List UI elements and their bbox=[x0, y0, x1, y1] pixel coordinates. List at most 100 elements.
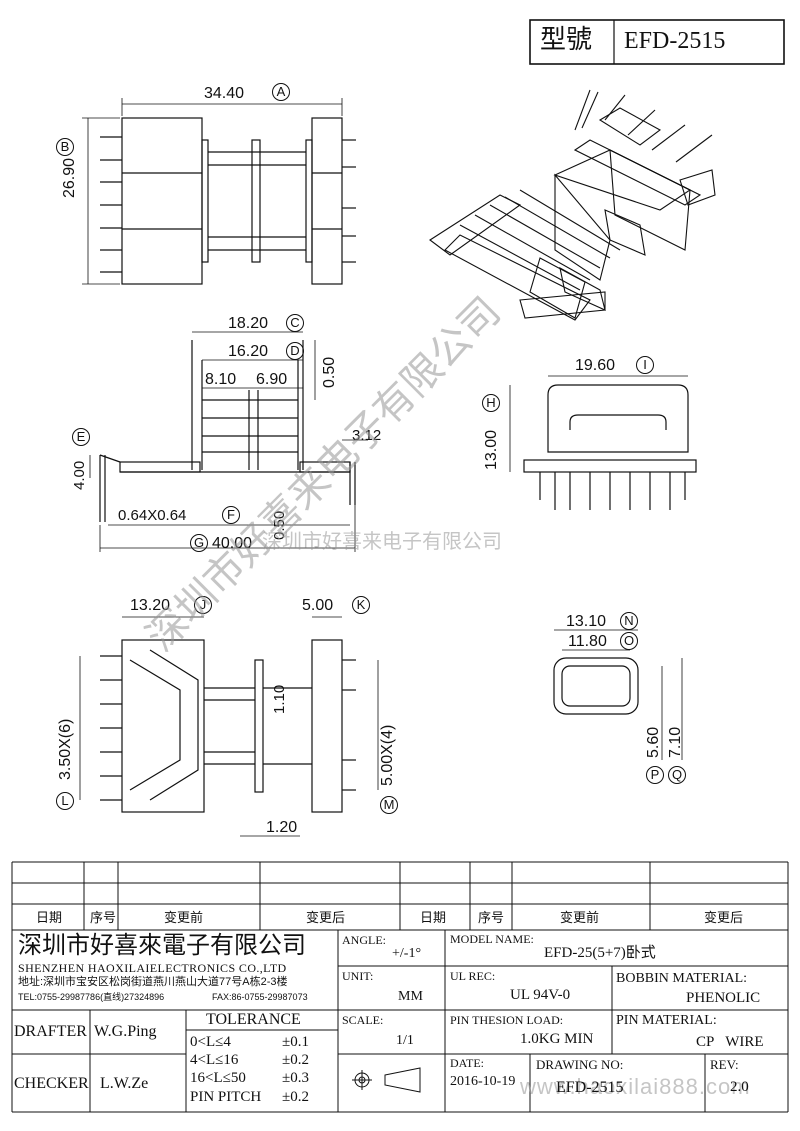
dim-h: 13.00 bbox=[483, 429, 500, 470]
unit-value: MM bbox=[398, 989, 423, 1004]
company-fax: FAX:86-0755-29987073 bbox=[212, 992, 308, 1002]
section-view bbox=[553, 629, 683, 760]
bobbin-label: BOBBIN MATERIAL: bbox=[616, 971, 748, 986]
unit-label: UNIT: bbox=[342, 969, 374, 983]
rev-header-date-2: 日期 bbox=[420, 910, 447, 925]
header-box bbox=[529, 19, 785, 65]
ref-c: C bbox=[286, 314, 304, 332]
company-name-en: SHENZHEN HAOXILAIELECTRONICS CO.,LTD bbox=[18, 961, 287, 975]
drawing-no-label: DRAWING NO: bbox=[536, 1057, 624, 1072]
ref-m: M bbox=[380, 796, 398, 814]
rev-header-no-2: 序号 bbox=[478, 910, 505, 925]
tolerance-range-2: 4<L≤16 bbox=[190, 1052, 239, 1068]
dim-pin-offset: 3.12 bbox=[352, 427, 382, 444]
dim-gap: 0.50 bbox=[321, 356, 338, 388]
rev-header-after-2: 变更后 bbox=[704, 910, 744, 925]
company-address: 地址:深圳市宝安区松岗街道燕川燕山大道77号A栋2-3楼 bbox=[18, 976, 288, 988]
rev-value: 2.0 bbox=[730, 1079, 749, 1095]
ref-o: O bbox=[620, 632, 638, 650]
dim-flange: 1.20 bbox=[266, 819, 298, 836]
dim-l: 3.50X(6) bbox=[57, 718, 74, 780]
dim-q: 7.10 bbox=[667, 726, 684, 758]
checker-label: CHECKER bbox=[14, 1075, 89, 1092]
ref-p: P bbox=[646, 766, 664, 784]
ref-n: N bbox=[620, 612, 638, 630]
dim-i: 19.60 bbox=[575, 357, 616, 374]
tolerance-value-1: ±0.1 bbox=[282, 1034, 309, 1050]
dim-d: 16.20 bbox=[228, 343, 269, 360]
iso-view bbox=[429, 89, 716, 321]
ref-q: Q bbox=[668, 766, 686, 784]
dim-pin: 0.64X0.64 bbox=[118, 507, 187, 524]
tolerance-range-3: 16<L≤50 bbox=[190, 1070, 246, 1086]
ref-d: D bbox=[286, 342, 304, 360]
ref-h: H bbox=[482, 394, 500, 412]
pin-material-value: CP WIRE bbox=[696, 1034, 764, 1050]
ref-j: J bbox=[194, 596, 212, 614]
dim-m: 5.00X(4) bbox=[379, 724, 396, 786]
ref-a: A bbox=[272, 83, 290, 101]
ref-e: E bbox=[72, 428, 90, 446]
ref-f: F bbox=[222, 506, 240, 524]
pin-load-value: 1.0KG MIN bbox=[520, 1031, 594, 1047]
tolerance-value-3: ±0.3 bbox=[282, 1070, 309, 1086]
checker-value: L.W.Ze bbox=[100, 1075, 149, 1092]
watermark-horizontal: 深圳市好喜来电子有限公司 bbox=[262, 531, 502, 553]
drawing-no-value: EFD-2515 bbox=[556, 1079, 624, 1096]
date-value: 2016-10-19 bbox=[450, 1074, 516, 1089]
model-value: EFD-2515 bbox=[624, 28, 726, 54]
tolerance-title: TOLERANCE bbox=[206, 1011, 301, 1028]
ref-g: G bbox=[190, 534, 208, 552]
dim-k: 5.00 bbox=[302, 597, 334, 614]
date-label: DATE: bbox=[450, 1056, 484, 1070]
drafter-label: DRAFTER bbox=[14, 1023, 87, 1040]
side-view bbox=[89, 331, 368, 552]
bottom-view bbox=[79, 616, 379, 837]
rev-header-date-1: 日期 bbox=[36, 910, 63, 925]
dim-slot: 1.10 bbox=[271, 684, 288, 714]
rev-label: REV: bbox=[710, 1057, 739, 1072]
ul-rec-label: UL REC: bbox=[450, 969, 496, 983]
tolerance-value-4: ±0.2 bbox=[282, 1089, 309, 1105]
top-view bbox=[82, 98, 356, 285]
dim-left: 8.10 bbox=[205, 371, 237, 388]
dim-a: 34.40 bbox=[204, 85, 245, 102]
scale-label: SCALE: bbox=[342, 1013, 384, 1027]
ul-rec-value: UL 94V-0 bbox=[510, 987, 571, 1003]
rev-header-before-1: 变更前 bbox=[164, 910, 204, 925]
tolerance-value-2: ±0.2 bbox=[282, 1052, 309, 1068]
end-view bbox=[509, 375, 697, 510]
model-name-value: EFD-25(5+7)卧式 bbox=[544, 945, 656, 961]
ref-b: B bbox=[56, 138, 74, 156]
drafter-value: W.G.Ping bbox=[94, 1023, 157, 1040]
dim-j: 13.20 bbox=[130, 597, 171, 614]
dim-e: 4.00 bbox=[71, 460, 88, 490]
dim-n: 13.10 bbox=[566, 613, 607, 630]
pin-material-label: PIN MATERIAL: bbox=[616, 1013, 717, 1028]
tolerance-range-4: PIN PITCH bbox=[190, 1089, 262, 1105]
company-tel: TEL:0755-29987786(直线)27324896 bbox=[18, 992, 165, 1002]
angle-label: ANGLE: bbox=[342, 933, 386, 947]
scale-value: 1/1 bbox=[396, 1033, 414, 1048]
pin-load-label: PIN THESION LOAD: bbox=[450, 1013, 564, 1027]
title-block-lines bbox=[11, 930, 789, 1113]
dim-c: 18.20 bbox=[228, 315, 269, 332]
dim-right: 6.90 bbox=[256, 371, 288, 388]
revision-table-lines bbox=[11, 861, 789, 931]
rev-header-after-1: 变更后 bbox=[306, 910, 346, 925]
bobbin-value: PHENOLIC bbox=[686, 990, 761, 1006]
tolerance-range-1: 0<L≤4 bbox=[190, 1034, 231, 1050]
dim-b: 26.90 bbox=[61, 157, 78, 198]
watermark-site: www.haoxilai888.com bbox=[520, 1074, 751, 1099]
dim-p: 5.60 bbox=[645, 726, 662, 758]
dim-o: 11.80 bbox=[568, 633, 607, 650]
dim-g: 40.00 bbox=[212, 535, 253, 552]
ref-k: K bbox=[352, 596, 370, 614]
ref-i: I bbox=[636, 356, 654, 374]
rev-header-no-1: 序号 bbox=[90, 910, 117, 925]
model-label: 型號 bbox=[540, 25, 593, 54]
angle-value: +/-1° bbox=[392, 946, 422, 961]
rev-header-before-2: 变更前 bbox=[560, 910, 600, 925]
company-name-cn: 深圳市好喜來電子有限公司 bbox=[18, 933, 306, 959]
